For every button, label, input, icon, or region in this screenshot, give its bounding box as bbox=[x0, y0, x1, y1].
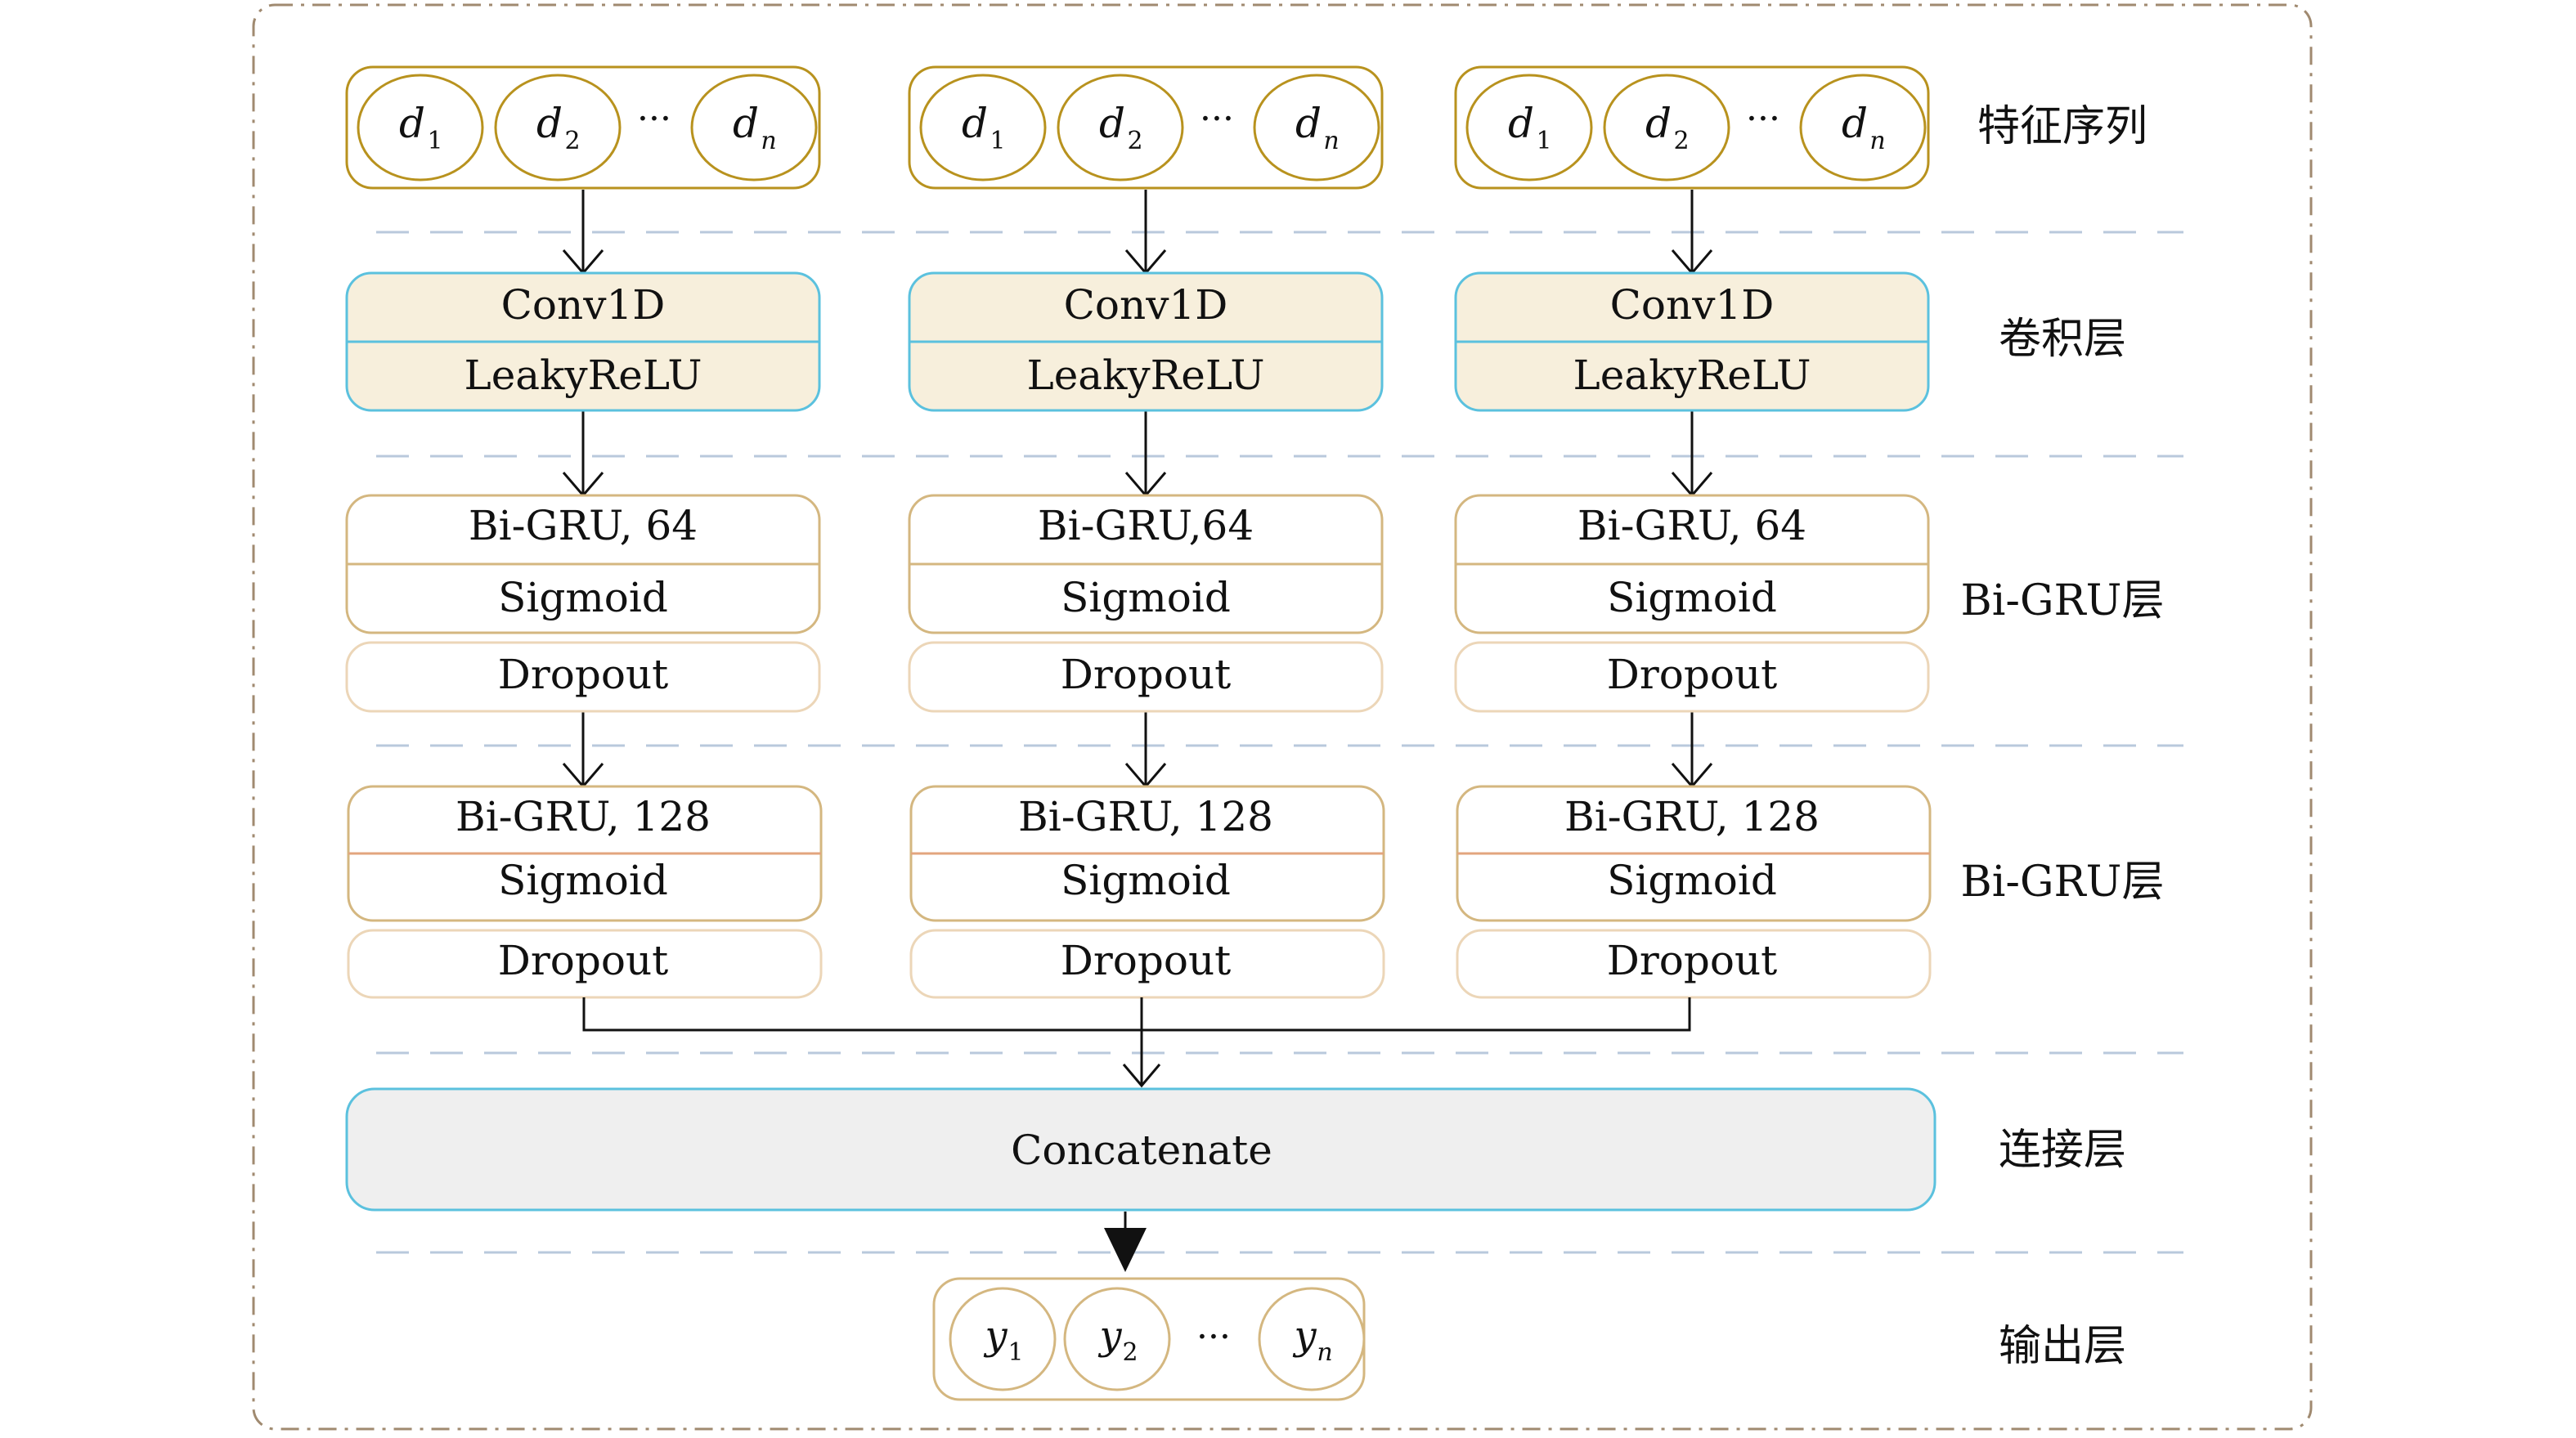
dropout-label-2: Dropout bbox=[1061, 937, 1232, 984]
layer-separators bbox=[376, 231, 2183, 1254]
merge-arrowhead bbox=[1122, 1064, 1161, 1088]
input-node-subscript: 1 bbox=[427, 127, 442, 155]
dropout-block-2 bbox=[1456, 929, 1932, 999]
concatenate-box bbox=[345, 1087, 1936, 1212]
input-ellipsis: ··· bbox=[1200, 98, 1234, 140]
input-node-label: d bbox=[1508, 100, 1534, 147]
input-ellipsis: ··· bbox=[637, 98, 671, 140]
conv-label: Conv1D bbox=[501, 281, 666, 329]
dropout-label-2: Dropout bbox=[498, 937, 669, 984]
bigru-64-activation: Sigmoid bbox=[1061, 574, 1231, 621]
dropout-block-1 bbox=[345, 641, 821, 713]
merge-line bbox=[582, 997, 1691, 1032]
input-node bbox=[919, 74, 1047, 181]
bigru-64-activation: Sigmoid bbox=[498, 574, 668, 621]
output-arrowhead bbox=[1104, 1228, 1147, 1272]
input-ellipsis: ··· bbox=[1746, 98, 1780, 140]
input-node-subscript: 1 bbox=[1536, 127, 1551, 155]
output-node-subscript: n bbox=[1317, 1338, 1332, 1367]
layer-label-conv: 卷积层 bbox=[1999, 315, 2126, 364]
input-node bbox=[494, 74, 622, 181]
conv-label: Conv1D bbox=[1064, 281, 1228, 329]
bigru-128-activation: Sigmoid bbox=[498, 857, 668, 904]
output-node-label: y bbox=[1292, 1313, 1317, 1359]
output-node-subscript: 2 bbox=[1122, 1338, 1138, 1367]
output-node-label: y bbox=[983, 1313, 1008, 1359]
bigru-64-label: Bi-GRU,64 bbox=[1038, 502, 1254, 549]
input-node-label: d bbox=[733, 100, 759, 147]
output-node-label: y bbox=[1097, 1313, 1122, 1359]
dropout-label-2: Dropout bbox=[1607, 937, 1778, 984]
output-node bbox=[1063, 1287, 1171, 1391]
output-ellipsis: ··· bbox=[1196, 1316, 1231, 1358]
input-node bbox=[690, 74, 818, 181]
layer-labels: 特征序列 卷积层 Bi-GRU层 Bi-GRU层 连接层 输出层 bbox=[1961, 102, 2165, 1371]
output-node-subscript: 1 bbox=[1008, 1338, 1023, 1367]
input-node-label: d bbox=[1645, 100, 1672, 147]
input-node-label: d bbox=[399, 100, 425, 147]
input-node-label: d bbox=[1295, 100, 1322, 147]
input-node bbox=[1603, 74, 1730, 181]
bigru-64-label: Bi-GRU, 64 bbox=[1577, 502, 1806, 549]
dropout-label-1: Dropout bbox=[1061, 651, 1232, 698]
activation-label: LeakyReLU bbox=[464, 352, 702, 399]
input-node-label: d bbox=[1099, 100, 1125, 147]
dropout-block-1 bbox=[908, 641, 1384, 713]
input-node-label: d bbox=[536, 100, 563, 147]
conv-label: Conv1D bbox=[1610, 281, 1775, 329]
bigru-128-activation: Sigmoid bbox=[1607, 857, 1777, 904]
dropout-label-1: Dropout bbox=[498, 651, 669, 698]
layer-label-output: 输出层 bbox=[1999, 1322, 2126, 1371]
output-node bbox=[1258, 1287, 1366, 1391]
input-node-subscript: n bbox=[1323, 127, 1339, 155]
concatenate-label: Concatenate bbox=[1011, 1127, 1272, 1174]
input-node bbox=[1465, 74, 1593, 181]
input-node-subscript: 2 bbox=[1127, 127, 1142, 155]
dropout-label-1: Dropout bbox=[1607, 651, 1778, 698]
layer-label-bigru-1: Bi-GRU层 bbox=[1961, 576, 2165, 625]
layer-label-bigru-2: Bi-GRU层 bbox=[1961, 858, 2165, 907]
input-node-subscript: n bbox=[1869, 127, 1885, 155]
bigru-128-activation: Sigmoid bbox=[1061, 857, 1231, 904]
bigru-128-label: Bi-GRU, 128 bbox=[1018, 793, 1273, 840]
dropout-block-1 bbox=[1454, 641, 1930, 713]
bigru-64-label: Bi-GRU, 64 bbox=[469, 502, 698, 549]
activation-label: LeakyReLU bbox=[1573, 352, 1811, 399]
input-node-label: d bbox=[1842, 100, 1868, 147]
input-node-subscript: 2 bbox=[1673, 127, 1689, 155]
outer-frame bbox=[252, 3, 2313, 1431]
input-sequence-container bbox=[345, 65, 821, 190]
input-node-subscript: 2 bbox=[564, 127, 580, 155]
merge-connector bbox=[582, 997, 1691, 1088]
layer-label-input: 特征序列 bbox=[1977, 102, 2147, 151]
input-node-label: d bbox=[962, 100, 988, 147]
layer-label-concat: 连接层 bbox=[1999, 1126, 2126, 1175]
input-sequence-container bbox=[1454, 65, 1930, 190]
bigru-64-activation: Sigmoid bbox=[1607, 574, 1777, 621]
output-arrow bbox=[1104, 1212, 1147, 1272]
input-sequence-container bbox=[908, 65, 1384, 190]
input-node bbox=[357, 74, 484, 181]
input-node-subscript: n bbox=[761, 127, 776, 155]
bigru-128-label: Bi-GRU, 128 bbox=[456, 793, 711, 840]
input-node bbox=[1057, 74, 1184, 181]
input-node bbox=[1253, 74, 1380, 181]
dropout-block-2 bbox=[909, 929, 1385, 999]
output-node bbox=[949, 1287, 1057, 1391]
activation-label: LeakyReLU bbox=[1027, 352, 1265, 399]
input-node-subscript: 1 bbox=[990, 127, 1005, 155]
bigru-128-label: Bi-GRU, 128 bbox=[1564, 793, 1820, 840]
input-node bbox=[1799, 74, 1927, 181]
